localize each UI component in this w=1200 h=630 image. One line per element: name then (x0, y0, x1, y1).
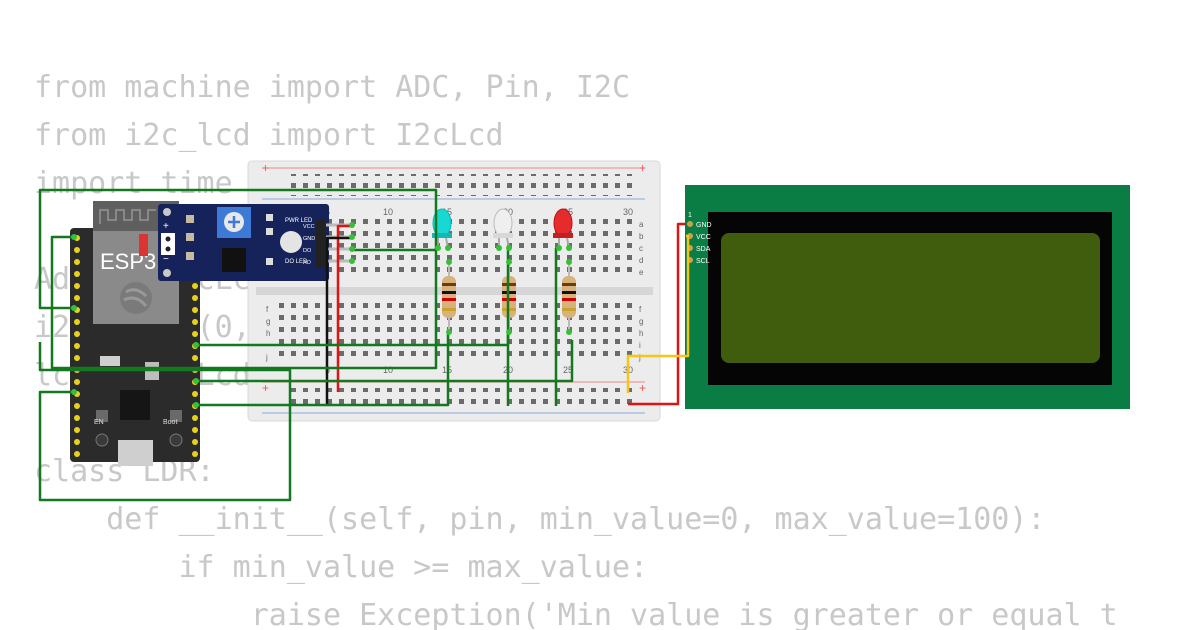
wire-esp-led-3[interactable] (196, 332, 450, 407)
rail-plus-top-left: + (262, 161, 269, 175)
code-line-2: from i2c_lcd import I2cLcd (34, 118, 504, 153)
code-line-1: from machine import ADC, Pin, I2C (34, 70, 631, 105)
ldr-minus-label: − (163, 254, 169, 265)
esp32-left-pins[interactable] (74, 235, 80, 457)
wire-gnd-right[interactable] (196, 340, 574, 383)
ldr-pin-gnd: GND (303, 236, 315, 242)
wire-lcd-vcc[interactable] (626, 234, 690, 393)
lcd-pin-scl: SCL (696, 258, 710, 265)
photoresistor-icon (280, 231, 302, 253)
wire-vcc-ldr[interactable] (336, 224, 350, 392)
lcd-display[interactable]: 1 GND VCC SDA SCL (685, 185, 1130, 409)
led-cyan[interactable] (432, 208, 452, 249)
lcd-pin-index: 1 (688, 212, 692, 219)
led-red[interactable] (553, 208, 573, 249)
row-letter-j: j (638, 353, 641, 362)
wire-gnd-ldr[interactable] (325, 236, 350, 406)
code-line-12: raise Exception('Min value is greater or… (34, 598, 1118, 630)
do-led-label: DO LED (285, 259, 308, 265)
col-number-10-bottom: 10 (383, 365, 393, 375)
row-letter-h-left: h (266, 329, 270, 338)
lcd-screen (721, 233, 1100, 363)
esp32-boot-label: Boot (163, 419, 177, 426)
ldr-pin-ao: AO (303, 260, 312, 266)
col-number-10-top: 10 (383, 207, 393, 217)
resistor-3[interactable] (562, 262, 576, 332)
row-letter-f: f (639, 305, 642, 314)
ldr-pin-do: DO (303, 248, 312, 254)
row-letter-j-left: j (265, 353, 268, 362)
wire-do-ldr[interactable] (38, 188, 438, 310)
lcd-pin-vcc: VCC (696, 234, 711, 241)
usb-port (118, 440, 153, 466)
row-letter-f-left: f (266, 305, 269, 314)
rail-plus-bottom-right: + (639, 381, 646, 395)
row-letter-b: b (639, 232, 644, 241)
code-line-3: import time (34, 166, 233, 201)
resistor-1[interactable] (442, 262, 456, 332)
lcd-pin-sda: SDA (696, 246, 711, 253)
connection-points (71, 222, 572, 408)
row-letter-g: g (639, 317, 643, 326)
row-letter-g-left: g (266, 317, 270, 326)
esp32-en-label: EN (94, 419, 104, 426)
esp32-board[interactable]: ESP3 (70, 201, 200, 466)
row-letter-c: c (639, 244, 643, 253)
row-letter-e: e (639, 268, 644, 277)
lcd-pin-gnd: GND (696, 222, 712, 229)
wire-esp-rail[interactable] (38, 342, 292, 502)
row-letter-a: a (639, 220, 644, 229)
rail-plus-top-right: + (639, 161, 646, 175)
col-number-25-bottom: 25 (563, 365, 573, 375)
ldr-pin-vcc: VCC (303, 224, 315, 230)
ldr-sensor-module[interactable]: + − PWR LED DO LED VCC GND DO AO (158, 204, 350, 281)
wire-lcd-gnd[interactable] (628, 222, 686, 406)
pwr-led-label: PWR LED (285, 218, 313, 224)
row-letter-h: h (639, 329, 643, 338)
rail-holes-top[interactable] (286, 174, 634, 196)
code-line-11: if min_value >= max_value: (34, 550, 649, 585)
ldr-plus-label: + (163, 221, 169, 232)
rail-plus-bottom-left: + (262, 381, 269, 395)
row-letter-i: i (639, 341, 641, 350)
code-line-10: def __init__(self, pin, min_value=0, max… (34, 502, 1046, 537)
col-number-30-top: 30 (623, 207, 633, 217)
row-letter-d: d (639, 256, 643, 265)
wire-esp-led-1[interactable] (50, 235, 438, 370)
